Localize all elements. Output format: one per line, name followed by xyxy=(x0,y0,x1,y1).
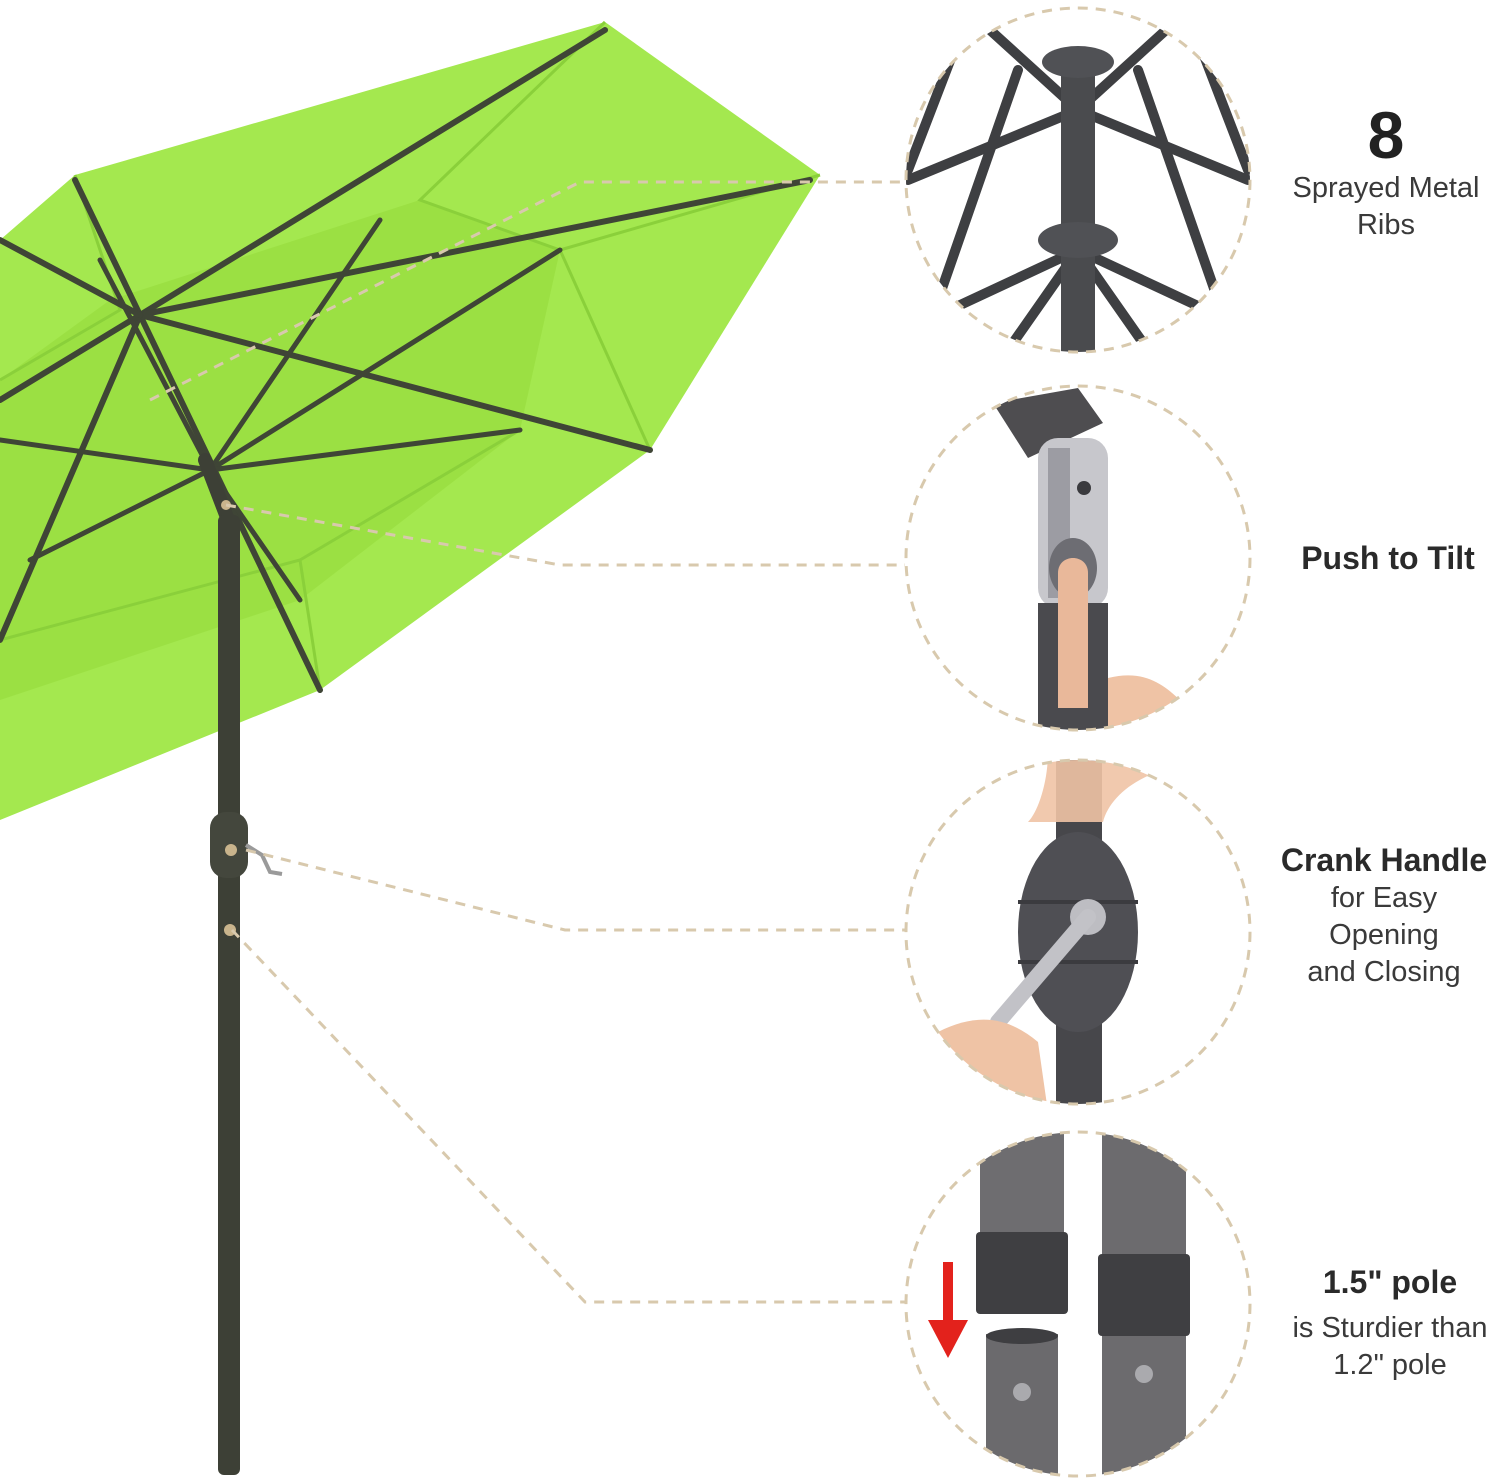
callout-connectors xyxy=(149,180,905,1304)
feature-crank-text: Crank Handle for Easy Opening and Closin… xyxy=(1262,840,1500,991)
tilt-title: Push to Tilt xyxy=(1301,540,1475,576)
crank-line-1: for Easy xyxy=(1330,882,1438,914)
umbrella-canopy xyxy=(0,20,821,820)
arrow-down-icon xyxy=(928,1262,968,1358)
crank-line-2: Opening xyxy=(1329,919,1439,951)
crank-line-3: and Closing xyxy=(1307,956,1461,988)
ribs-line-2: Ribs xyxy=(1356,209,1415,241)
pole-closeup-circle xyxy=(904,1130,1252,1478)
feature-tilt-text: Push to Tilt xyxy=(1270,538,1500,578)
ribs-line-1: Sprayed Metal xyxy=(1292,172,1480,204)
feature-ribs-text: 8 Sprayed Metal Ribs xyxy=(1268,100,1500,244)
crank-title: Crank Handle xyxy=(1280,842,1488,878)
pole-line-1: is Sturdier than xyxy=(1292,1312,1488,1344)
pole-title: 1.5" pole xyxy=(1322,1264,1458,1300)
feature-pole-text: 1.5" pole is Sturdier than 1.2" pole xyxy=(1272,1262,1500,1384)
crank-closeup-circle xyxy=(904,758,1252,1106)
ribs-closeup-circle xyxy=(904,6,1252,354)
tilt-closeup-circle xyxy=(904,384,1252,732)
ribs-count: 8 xyxy=(1367,98,1405,172)
umbrella-pole xyxy=(198,453,283,1475)
pole-line-2: 1.2" pole xyxy=(1333,1349,1447,1381)
